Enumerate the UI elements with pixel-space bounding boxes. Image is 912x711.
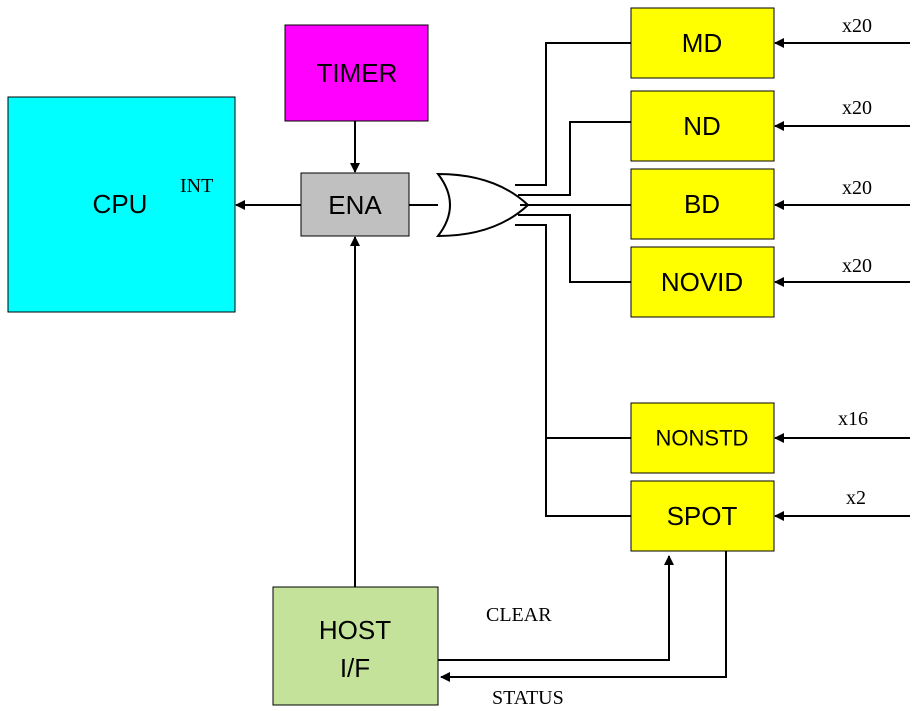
nd-to-gate-wire <box>518 121 631 196</box>
novid-label: NOVID <box>661 267 743 297</box>
nonstd-spot-bus-wire <box>515 224 631 517</box>
nonstd-count-label: x16 <box>838 408 868 430</box>
md-label: MD <box>682 28 722 58</box>
status-arrow <box>440 551 727 682</box>
md-to-gate-wire <box>515 42 631 186</box>
md-block: MD <box>630 7 775 79</box>
nd-label: ND <box>683 111 721 141</box>
status-label: STATUS <box>492 687 564 709</box>
or-gate <box>435 172 530 238</box>
nonstd-label: NONSTD <box>656 426 749 451</box>
cpu-block: CPU <box>7 96 236 313</box>
clear-label: CLEAR <box>486 604 552 626</box>
novid-count-label: x20 <box>842 255 872 277</box>
host-if-block: HOST I/F <box>272 586 439 706</box>
bd-label: BD <box>684 189 720 219</box>
spot-block: SPOT <box>630 480 775 552</box>
timer-label: TIMER <box>317 58 398 88</box>
spot-count-label: x2 <box>846 487 866 509</box>
spot-label: SPOT <box>667 501 738 531</box>
cpu-label: CPU <box>93 189 148 219</box>
host-label: HOST <box>319 615 391 645</box>
bd-count-label: x20 <box>842 177 872 199</box>
nonstd-block: NONSTD <box>630 402 775 474</box>
bd-block: BD <box>630 168 775 240</box>
nd-count-label: x20 <box>842 97 872 119</box>
clear-arrow <box>438 555 674 661</box>
if-label: I/F <box>340 653 370 683</box>
md-count-label: x20 <box>842 15 872 37</box>
novid-block: NOVID <box>630 246 775 318</box>
int-label: INT <box>180 175 213 197</box>
nd-block: ND <box>630 90 775 162</box>
ena-label: ENA <box>328 190 382 220</box>
novid-to-gate-wire <box>518 214 631 283</box>
timer-block: TIMER <box>284 24 429 122</box>
ena-block: ENA <box>300 172 410 237</box>
